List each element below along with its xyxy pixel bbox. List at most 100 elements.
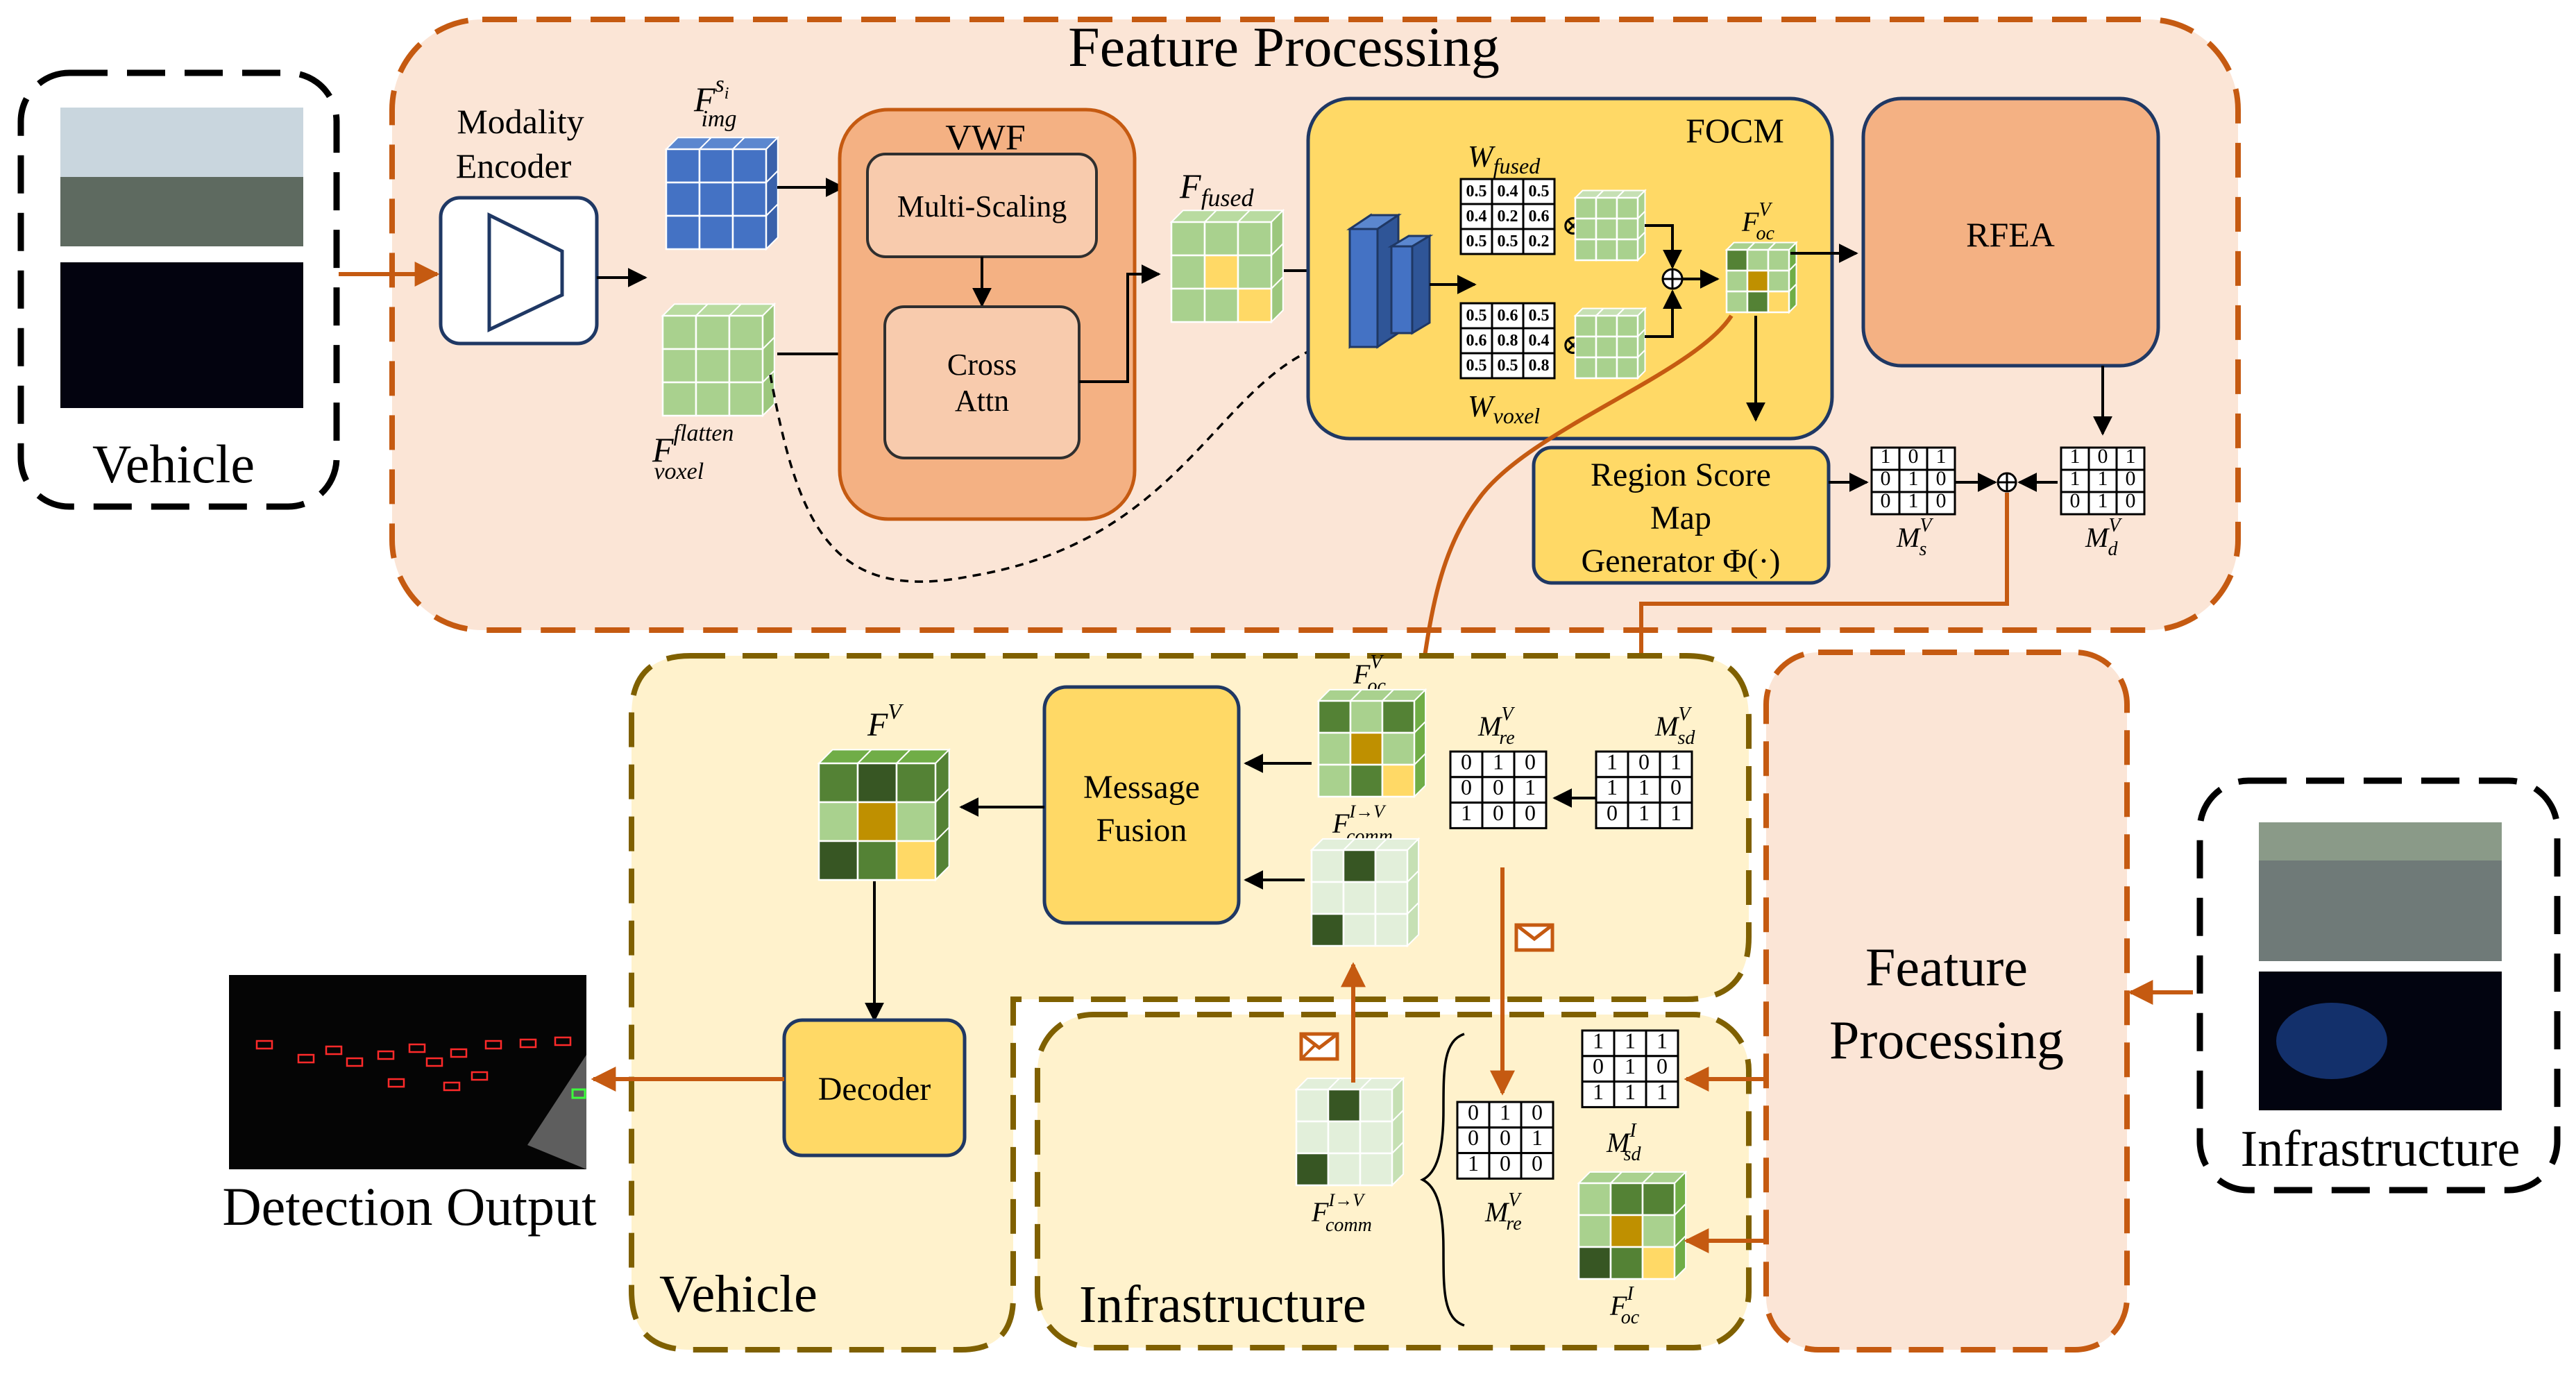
cube-front-cell <box>1349 731 1384 766</box>
cube-front-cell <box>1746 248 1770 272</box>
foc-to-vehicle-arrow <box>1410 314 1734 697</box>
matrix-cell <box>1513 802 1548 829</box>
cube-front-cell <box>1574 314 1598 338</box>
cube-front-cell <box>1616 314 1639 338</box>
matrix-cell <box>1481 750 1516 779</box>
cube-front-cell <box>1381 731 1416 766</box>
infra-lidar-points <box>2276 1003 2387 1079</box>
vehicle-camera-road <box>60 177 303 246</box>
cube-front-cell <box>1374 913 1409 947</box>
cube-front-cell <box>731 214 768 251</box>
cube-front-cell <box>895 840 937 881</box>
cube-front-cell <box>1359 1120 1393 1155</box>
wf-to-sum-arrow <box>1645 224 1682 269</box>
matrix-value: 0 <box>1881 489 1891 512</box>
matrix-cell <box>1613 1080 1647 1108</box>
detection-box <box>346 1057 364 1067</box>
cube-front-cell <box>1237 287 1273 323</box>
matrix-value: 1 <box>1936 445 1947 468</box>
matrix-value: 0 <box>1532 1151 1543 1176</box>
matrix-cell <box>2087 468 2118 493</box>
cube-front-cell <box>1595 314 1618 338</box>
cube-front-cell <box>1359 1088 1393 1123</box>
matrix-cell <box>1659 802 1693 829</box>
matrix-cell <box>1520 1101 1554 1129</box>
matrix-value: 0.6 <box>1466 332 1487 350</box>
cube-front-cell <box>1641 1182 1676 1216</box>
cube-front-cell <box>1574 217 1598 241</box>
cube-front-cell <box>728 314 764 350</box>
region-score-line1: Region Score <box>1591 457 1771 493</box>
matrix-cell <box>1870 468 1901 493</box>
matrix-value: 0 <box>1493 774 1504 799</box>
cube-front-cell <box>728 348 764 384</box>
matrix-value: 0 <box>1908 445 1919 468</box>
cube-front-cell <box>1595 196 1618 220</box>
matrix-value: 1 <box>1500 1099 1511 1124</box>
cube-front-cell <box>698 181 734 217</box>
cube-front-cell <box>731 148 768 184</box>
cube-front-cell <box>1574 238 1598 262</box>
cube-front-cell <box>1616 196 1639 220</box>
matrix-value: 0 <box>1532 1099 1543 1124</box>
rfea-block <box>1861 96 2160 368</box>
detection-output-image <box>229 975 586 1169</box>
matrix-value: 1 <box>1908 489 1919 512</box>
message-fusion-line1: Message <box>1083 769 1200 806</box>
cube-front-cell <box>1595 238 1618 262</box>
cube-front-cell <box>1616 356 1639 380</box>
cube-front-cell <box>695 314 731 350</box>
matrix-value: 0 <box>1593 1053 1604 1078</box>
matrix-value: 1 <box>1525 774 1536 799</box>
matrix-value: 0 <box>2070 489 2081 512</box>
infra-input-label: Infrastructure <box>2241 1121 2520 1178</box>
cube-front-cell <box>895 762 937 804</box>
matrix-value: 0.8 <box>1498 332 1518 350</box>
wv-to-sum-arrow <box>1645 289 1682 338</box>
matrix-cell <box>1627 802 1661 829</box>
cube-front-cell <box>1170 254 1206 290</box>
w-fused-weighted-cube <box>1573 189 1647 262</box>
cube-front-cell <box>698 148 734 184</box>
detection-box <box>484 1040 502 1050</box>
matrix-cell <box>1459 327 1493 355</box>
cube-front-cell <box>1203 287 1239 323</box>
matrix-value: 1 <box>2098 467 2108 490</box>
cube-front-cell <box>698 214 734 251</box>
matrix-value: 0.8 <box>1529 357 1550 375</box>
region-score-line3: Generator Φ(·) <box>1582 543 1781 579</box>
cube-front-cell <box>1310 849 1345 883</box>
cube-front-cell <box>1746 269 1770 293</box>
matrix-value: 1 <box>2126 445 2136 468</box>
cube-front-cell <box>1725 269 1749 293</box>
cube-front-cell <box>856 840 898 881</box>
w-voxel-weighted-cube <box>1573 307 1647 380</box>
matrix-value: 0 <box>1670 774 1681 799</box>
matrix-value: 0 <box>1468 1125 1479 1150</box>
matrix-value: 1 <box>1493 749 1504 774</box>
matrix-cell <box>1459 352 1493 380</box>
cube-front-cell <box>1577 1182 1612 1216</box>
encoder-trapezoid-icon <box>487 212 564 332</box>
right-feature-processing-line2: Processing <box>1829 1010 2064 1070</box>
top-panel-title: Feature Processing <box>1068 15 1500 78</box>
matrix-value: 0 <box>1461 774 1472 799</box>
vehicle-input-label: Vehicle <box>92 434 255 494</box>
cube-front-cell <box>1595 335 1618 359</box>
focm-block <box>1306 96 1834 441</box>
f-fused-cube <box>1169 208 1285 324</box>
matrix-value: 0.5 <box>1529 183 1550 201</box>
matrix-value: 0.5 <box>1529 307 1550 325</box>
cube-front-cell <box>1725 290 1749 314</box>
detection-box <box>255 1040 273 1050</box>
cube-front-cell <box>1616 217 1639 241</box>
cube-front-cell <box>1295 1088 1330 1123</box>
matrix-value: 1 <box>1468 1151 1479 1176</box>
cube-front-cell <box>665 181 701 217</box>
f-v-label: FV <box>867 699 904 743</box>
